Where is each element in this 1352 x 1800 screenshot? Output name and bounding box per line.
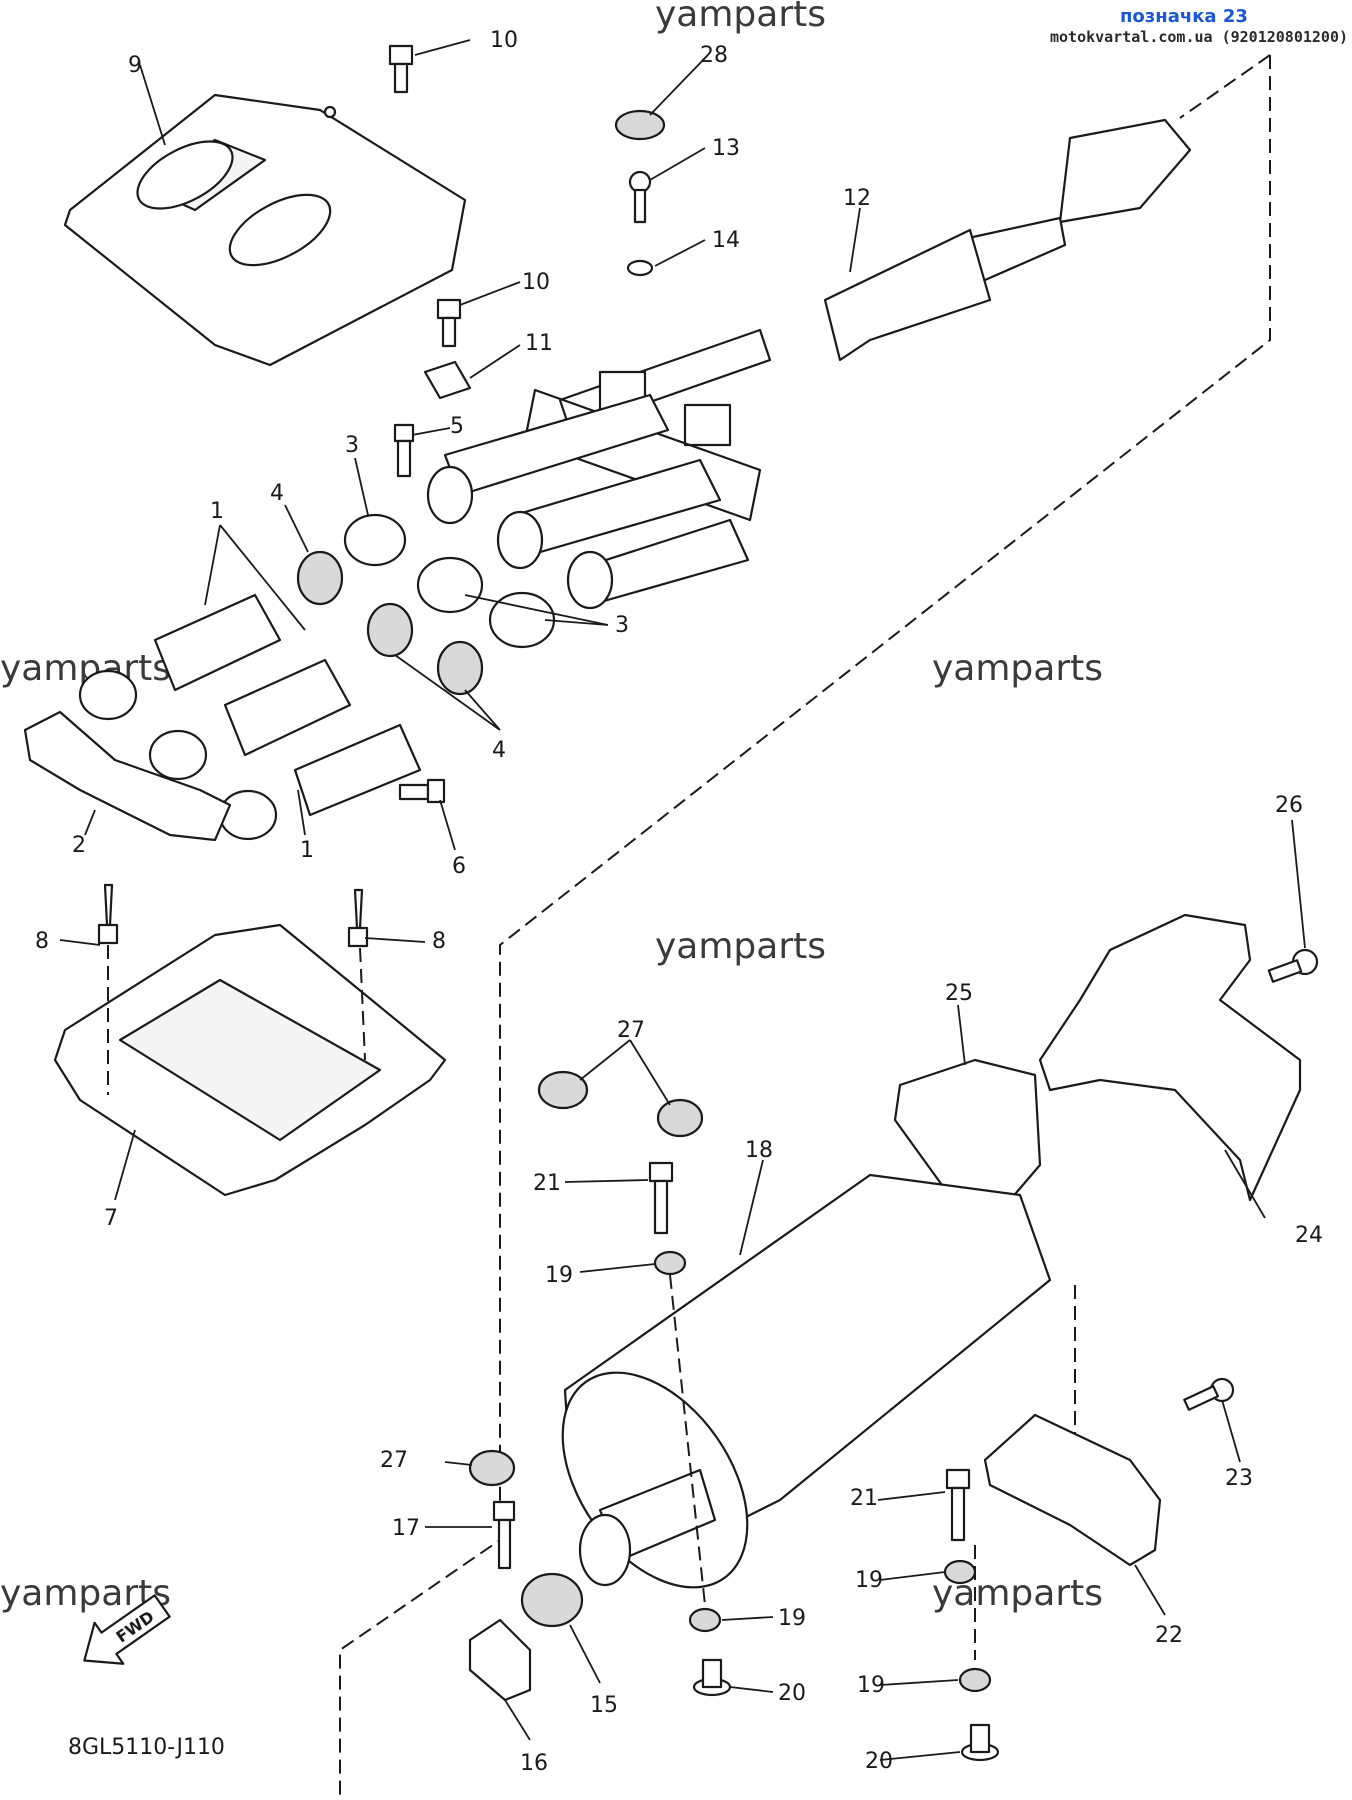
gaskets-4	[296, 550, 484, 696]
callout-10-lower: 10	[522, 270, 550, 295]
heat-shield-upper	[63, 93, 467, 367]
callout-28: 28	[700, 43, 728, 68]
grommet-19-c	[943, 1559, 977, 1585]
callout-19-c: 19	[855, 1568, 883, 1593]
callout-1-lower: 1	[300, 838, 314, 863]
callout-11: 11	[525, 331, 553, 356]
cap-28	[614, 109, 666, 141]
watermark-middle: yamparts	[655, 926, 826, 967]
callout-1-upper: 1	[210, 499, 224, 524]
callout-22: 22	[1155, 1623, 1183, 1648]
callout-18: 18	[745, 1138, 773, 1163]
callout-21-lower: 21	[850, 1486, 878, 1511]
rivet-8-left	[97, 883, 119, 945]
rivet-path-right	[359, 947, 366, 1061]
grommet-19-b	[688, 1607, 722, 1633]
gasket-plate-2	[23, 710, 232, 842]
callout-14: 14	[712, 228, 740, 253]
callout-12: 12	[843, 186, 871, 211]
clamps-3	[343, 513, 556, 649]
watermark-right: yamparts	[932, 648, 1103, 689]
callout-26: 26	[1275, 793, 1303, 818]
callout-27-lower: 27	[380, 1448, 408, 1473]
callout-4-upper: 4	[270, 481, 284, 506]
callout-2: 2	[72, 833, 86, 858]
bracket-22	[983, 1413, 1162, 1567]
grommet-19-d	[958, 1667, 992, 1693]
callout-13: 13	[712, 136, 740, 161]
cap-27-lower	[468, 1449, 516, 1487]
bolt-21-lower	[945, 1468, 971, 1542]
callout-20-left: 20	[778, 1681, 806, 1706]
bolt-17	[492, 1500, 516, 1570]
bolt-10-lower	[436, 298, 462, 348]
bracket-11	[423, 360, 472, 400]
callout-8-left: 8	[35, 929, 49, 954]
cap-27-upper-left	[537, 1070, 589, 1110]
leader-lines	[59, 39, 1306, 1761]
bolt-6	[398, 778, 446, 804]
callout-7: 7	[104, 1206, 118, 1231]
bolt-21-upper	[648, 1161, 674, 1235]
collar-20-left	[692, 1658, 732, 1697]
callout-21-upper: 21	[533, 1171, 561, 1196]
flex-pipes-1	[78, 593, 422, 841]
clamp-16	[468, 1618, 532, 1702]
callout-4-lower: 4	[492, 738, 506, 763]
bolt-23	[1183, 1377, 1235, 1411]
callout-20-right: 20	[865, 1749, 893, 1774]
callout-25: 25	[945, 981, 973, 1006]
watermark-top: yamparts	[655, 0, 826, 35]
callout-24: 24	[1295, 1223, 1323, 1248]
cap-27-upper-right	[656, 1098, 704, 1138]
washer-14	[626, 259, 654, 277]
callout-numbers: 9 10 10 11 28 13 14 12 5 3 4 1 3 4 2 1 6…	[35, 28, 1323, 1776]
gasket-15	[520, 1572, 584, 1628]
callout-27-upper: 27	[617, 1018, 645, 1043]
callout-6: 6	[452, 854, 466, 879]
exhaust-pipe-assembly	[426, 118, 1192, 610]
callout-9: 9	[128, 53, 142, 78]
callout-17: 17	[392, 1516, 420, 1541]
heat-shield-lower	[53, 923, 447, 1197]
collar-20-right	[960, 1723, 1000, 1762]
diagram-code: 8GL5110-J110	[68, 1735, 225, 1760]
callout-19-a: 19	[545, 1263, 573, 1288]
callout-8-right: 8	[432, 929, 446, 954]
header-site: motokvartal.com.ua (920120801200)	[1050, 28, 1348, 46]
callout-3-lower: 3	[615, 613, 629, 638]
callout-23: 23	[1225, 1466, 1253, 1491]
bolt-10-upper	[388, 44, 414, 94]
callout-19-d: 19	[857, 1673, 885, 1698]
callout-15: 15	[590, 1693, 618, 1718]
callout-19-b: 19	[778, 1606, 806, 1631]
grommet-19-a	[653, 1250, 687, 1276]
assembly-boundary	[339, 55, 1271, 1800]
callout-10-upper: 10	[490, 28, 518, 53]
rivet-8-right	[347, 888, 369, 948]
band-25	[893, 1058, 1042, 1212]
callout-3-upper: 3	[345, 433, 359, 458]
header-badge: позначка 23	[1120, 6, 1248, 27]
boundary-top	[1179, 54, 1271, 119]
mount-path-left	[669, 1274, 706, 1606]
muffler-guard-24	[1038, 913, 1302, 1202]
bolt-5	[393, 423, 415, 478]
callout-5: 5	[450, 414, 464, 439]
bolt-13	[628, 170, 652, 224]
muffler-18	[561, 1173, 1052, 1589]
callout-16: 16	[520, 1751, 548, 1776]
bolt-26	[1267, 948, 1319, 983]
